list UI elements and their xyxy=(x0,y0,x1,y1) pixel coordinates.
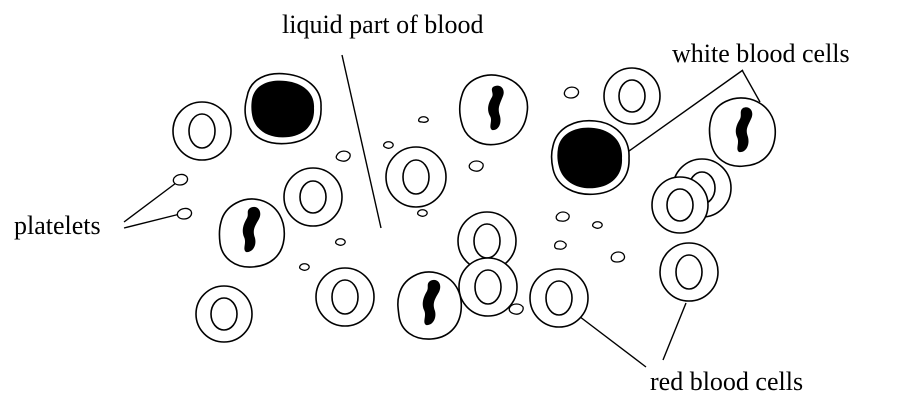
platelet xyxy=(173,174,187,185)
red-blood-cell xyxy=(386,147,446,207)
platelet xyxy=(177,208,191,219)
red-blood-cell xyxy=(530,269,588,327)
white-blood-cell-dark xyxy=(552,121,630,195)
platelet xyxy=(418,210,428,217)
platelet xyxy=(593,222,603,229)
platelet xyxy=(469,161,483,171)
red-blood-cell xyxy=(459,258,517,316)
label-platelets: platelets xyxy=(14,211,101,240)
platelet xyxy=(509,304,523,314)
leader-wbc-right xyxy=(742,70,760,102)
platelet xyxy=(611,252,624,262)
white-blood-cell-lobed xyxy=(219,199,284,267)
red-blood-cell xyxy=(316,268,374,326)
leader-liquid xyxy=(342,55,381,228)
red-blood-cell xyxy=(604,68,660,124)
red-blood-cell xyxy=(660,243,718,301)
leader-rbc-right xyxy=(663,303,686,360)
red-blood-cell xyxy=(173,102,231,160)
leader-platelet-top xyxy=(124,183,176,222)
platelet xyxy=(564,87,578,98)
label-red-blood-cells: red blood cells xyxy=(650,367,803,394)
white-blood-cell-lobed xyxy=(460,75,528,145)
platelet xyxy=(556,212,569,221)
label-liquid-part-of-blood: liquid part of blood xyxy=(282,10,483,39)
white-blood-cell-lobed xyxy=(710,98,776,166)
red-blood-cell xyxy=(284,168,342,226)
red-blood-cell xyxy=(196,286,252,342)
white-blood-cell-dark xyxy=(245,74,321,144)
platelet xyxy=(555,241,567,249)
platelet xyxy=(336,151,350,161)
platelet xyxy=(336,239,346,246)
red-blood-cell xyxy=(652,177,708,233)
platelet xyxy=(384,142,394,149)
platelet xyxy=(419,117,429,123)
label-white-blood-cells: white blood cells xyxy=(672,39,850,68)
platelet xyxy=(300,264,310,271)
white-blood-cell-lobed xyxy=(398,272,461,339)
